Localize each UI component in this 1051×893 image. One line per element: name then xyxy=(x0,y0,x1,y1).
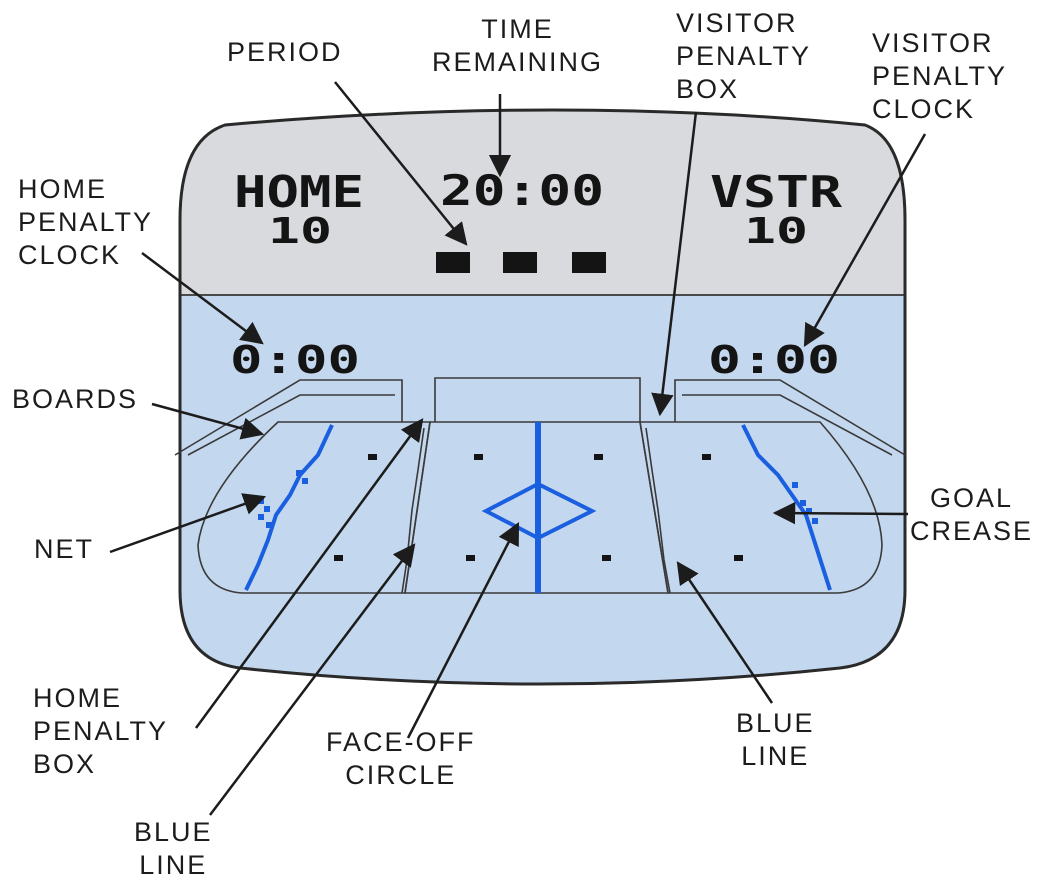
period-indicator xyxy=(436,252,470,273)
callout-line: BOX xyxy=(676,74,740,104)
callout-line: HOME xyxy=(18,174,107,204)
callout-line: HOME xyxy=(33,683,122,713)
visitor-penalty-box xyxy=(674,379,906,456)
net-dot xyxy=(266,522,272,528)
right-goal-line xyxy=(741,424,832,591)
visitor-penalty-box-arrow xyxy=(651,111,698,417)
rink xyxy=(174,377,906,594)
net-dot xyxy=(258,514,264,520)
face-off-dot xyxy=(734,555,743,561)
callout-line: PERIOD xyxy=(227,37,343,67)
callout-line: CLOCK xyxy=(872,94,976,124)
boards-arrow xyxy=(151,402,265,440)
blue-line-left-arrow xyxy=(209,543,416,816)
left-boards xyxy=(174,379,403,456)
callout-goal-crease: GOAL CREASE xyxy=(910,482,1033,548)
ice-panel xyxy=(180,295,905,684)
face-off-dot xyxy=(602,555,611,561)
visitor-label: VSTR xyxy=(710,167,843,218)
callout-line: LINE xyxy=(139,850,208,880)
callout-line: GOAL xyxy=(930,483,1014,513)
callout-net: NET xyxy=(34,533,94,566)
period-indicators xyxy=(436,252,606,273)
net-dot xyxy=(296,470,302,476)
face-off-dot xyxy=(368,454,377,460)
ice-markings xyxy=(244,422,832,593)
callout-line: LINE xyxy=(741,741,810,771)
callout-line: PENALTY xyxy=(676,41,812,71)
callout-line: CLOCK xyxy=(18,240,122,270)
left-boards-inner xyxy=(187,394,395,456)
right-boards-inner xyxy=(682,394,893,456)
callout-line: VISITOR xyxy=(872,28,994,58)
callout-period: PERIOD xyxy=(227,36,343,69)
crease-dot xyxy=(800,500,806,506)
period-indicator xyxy=(503,252,537,273)
callout-face-off-circle: FACE-OFF CIRCLE xyxy=(326,726,476,792)
callout-line: PENALTY xyxy=(18,207,154,237)
right-zone xyxy=(639,421,883,594)
blue-line-right-arrow xyxy=(676,561,774,704)
callout-line: BOX xyxy=(33,749,97,779)
face-off-dot xyxy=(594,454,603,460)
callout-line: REMAINING xyxy=(432,47,604,77)
callout-blue-line-right: BLUE LINE xyxy=(736,707,815,773)
callout-line: CIRCLE xyxy=(345,760,457,790)
home-penalty-clock-display: 0:00 xyxy=(230,338,360,382)
scoreboard-panel xyxy=(180,110,905,295)
face-off-dot xyxy=(474,454,483,460)
crease-dot xyxy=(792,482,798,488)
callout-visitor-penalty-box: VISITOR PENALTY BOX xyxy=(676,7,811,106)
face-off-dot xyxy=(702,454,711,460)
callout-blue-line-left: BLUE LINE xyxy=(134,816,213,882)
callout-line: PENALTY xyxy=(33,716,169,746)
callout-home-penalty-box: HOME PENALTY BOX xyxy=(33,682,168,781)
left-zone xyxy=(197,421,431,594)
callout-home-penalty-clock: HOME PENALTY CLOCK xyxy=(18,173,153,272)
callout-time-remaining: TIME REMAINING xyxy=(432,13,603,79)
net-dot xyxy=(302,478,308,484)
game-clock: 20:00 xyxy=(440,166,604,215)
home-score: 10 xyxy=(268,211,332,252)
visitor-penalty-clock-arrow xyxy=(803,133,927,347)
callout-visitor-penalty-clock: VISITOR PENALTY CLOCK xyxy=(872,27,1007,126)
face-off-dot xyxy=(466,555,475,561)
goal-crease-arrow xyxy=(772,501,909,525)
home-label: HOME xyxy=(234,167,364,218)
callout-line: PENALTY xyxy=(872,61,1008,91)
period-indicator xyxy=(572,252,606,273)
right-blue-line-step xyxy=(645,427,671,594)
crease-dot xyxy=(806,508,812,514)
callout-line: NET xyxy=(34,534,94,564)
callout-line: VISITOR xyxy=(676,8,798,38)
callout-line: BOARDS xyxy=(12,384,139,414)
callout-line: FACE-OFF xyxy=(326,727,476,757)
screen-bezel xyxy=(178,108,907,686)
crease-dot xyxy=(812,518,818,524)
home-penalty-box xyxy=(434,377,641,422)
callout-line: BLUE xyxy=(134,817,213,847)
callout-line: CREASE xyxy=(910,516,1034,546)
face-off-circle xyxy=(481,481,597,541)
face-off-circle-arrow xyxy=(406,521,520,739)
net-arrow xyxy=(109,493,267,554)
callout-boards: BOARDS xyxy=(12,383,138,416)
visitor-penalty-clock-display: 0:00 xyxy=(708,338,840,382)
period-arrow xyxy=(334,81,468,246)
left-blue-line-step xyxy=(401,427,425,594)
home-penalty-box-arrow xyxy=(194,418,424,729)
callout-arrows xyxy=(109,81,927,816)
net-dot xyxy=(264,506,270,512)
callout-line: TIME xyxy=(481,14,554,44)
face-off-dot xyxy=(334,555,343,561)
visitor-score: 10 xyxy=(744,211,808,252)
callout-line: BLUE xyxy=(736,708,815,738)
screen-area xyxy=(180,110,905,684)
home-penalty-clock-arrow xyxy=(141,252,264,345)
left-goal-line xyxy=(244,424,334,591)
face-off-dots xyxy=(334,454,743,561)
